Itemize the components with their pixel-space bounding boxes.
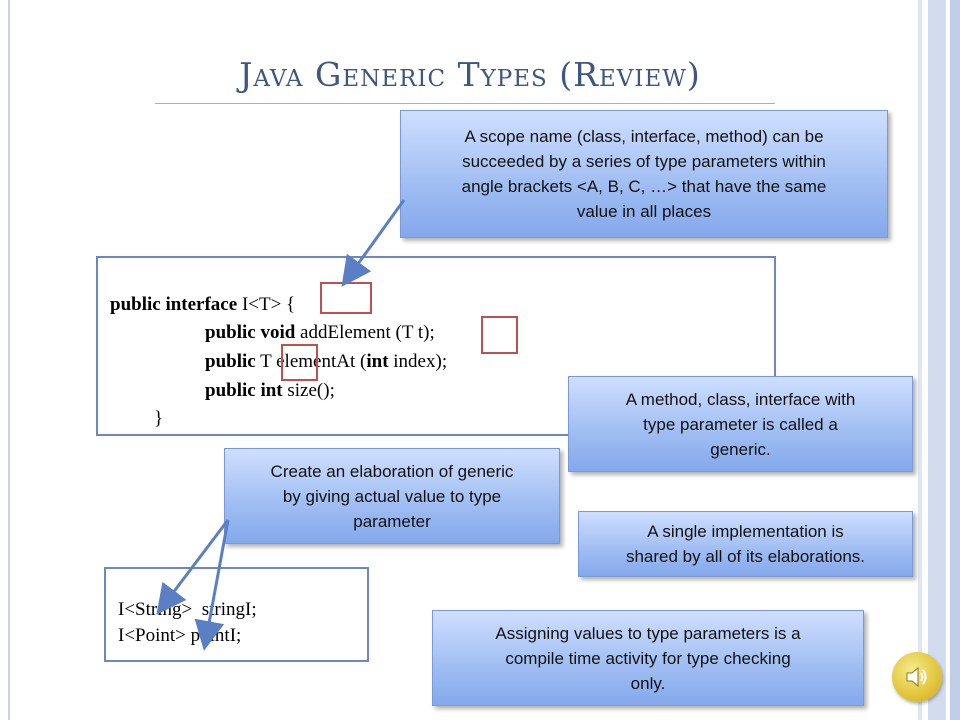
callout-text: type parameter is called a [643, 414, 838, 434]
callout-scope-name: A scope name (class, interface, method) … [400, 110, 888, 238]
interface-code-box: public interface I<T> { public void addE… [96, 256, 776, 436]
callout-generic-definition: A method, class, interface with type par… [568, 376, 913, 472]
code-line-4: public int size(); [205, 380, 335, 401]
code-line-point: I<Point> pointI; [118, 625, 242, 646]
code-line-3: public T elementAt (int index); [205, 351, 448, 372]
callout-text: compile time activity for type checking [505, 648, 791, 668]
callout-elaboration: Create an elaboration of generic by givi… [224, 448, 560, 544]
callout-single-implementation: A single implementation is shared by all… [578, 511, 913, 577]
callout-text: succeeded by a series of type parameters… [462, 152, 826, 171]
callout-text: only. [630, 673, 666, 693]
code-line-1: public interface I<T> { [110, 294, 296, 315]
left-decor-rule [8, 0, 10, 720]
callout-compile-time: Assigning values to type parameters is a… [432, 610, 864, 706]
callout-text: by giving actual value to type [282, 486, 502, 506]
callout-text: value in all places [576, 202, 712, 221]
callout-text: Assigning values to type parameters is a [495, 623, 801, 643]
callout-text: angle brackets <A, B, C, …> that have th… [461, 177, 827, 196]
highlight-type-param-declaration [320, 282, 372, 314]
code-line-2: public void addElement (T t); [205, 322, 435, 343]
callout-text: shared by all of its elaborations. [625, 547, 866, 566]
callout-text: generic. [710, 439, 771, 459]
code-line-string: I<String> stringI; [118, 599, 257, 620]
callout-text: A scope name (class, interface, method) … [464, 127, 824, 146]
highlight-param-type [481, 316, 518, 354]
title-underline [155, 103, 775, 104]
speaker-icon[interactable] [892, 652, 942, 702]
callout-text: Create an elaboration of generic [270, 461, 514, 481]
callout-text: parameter [353, 511, 431, 531]
code-line-5: } [154, 408, 164, 429]
right-decor-bars [918, 0, 960, 720]
highlight-return-type [281, 344, 318, 381]
elaboration-code-box: I<String> stringI; I<Point> pointI; [104, 567, 369, 662]
slide-title: Java Generic Types (Review) [239, 55, 701, 94]
callout-text: A method, class, interface with [625, 389, 856, 409]
callout-text: A single implementation is [647, 522, 844, 541]
